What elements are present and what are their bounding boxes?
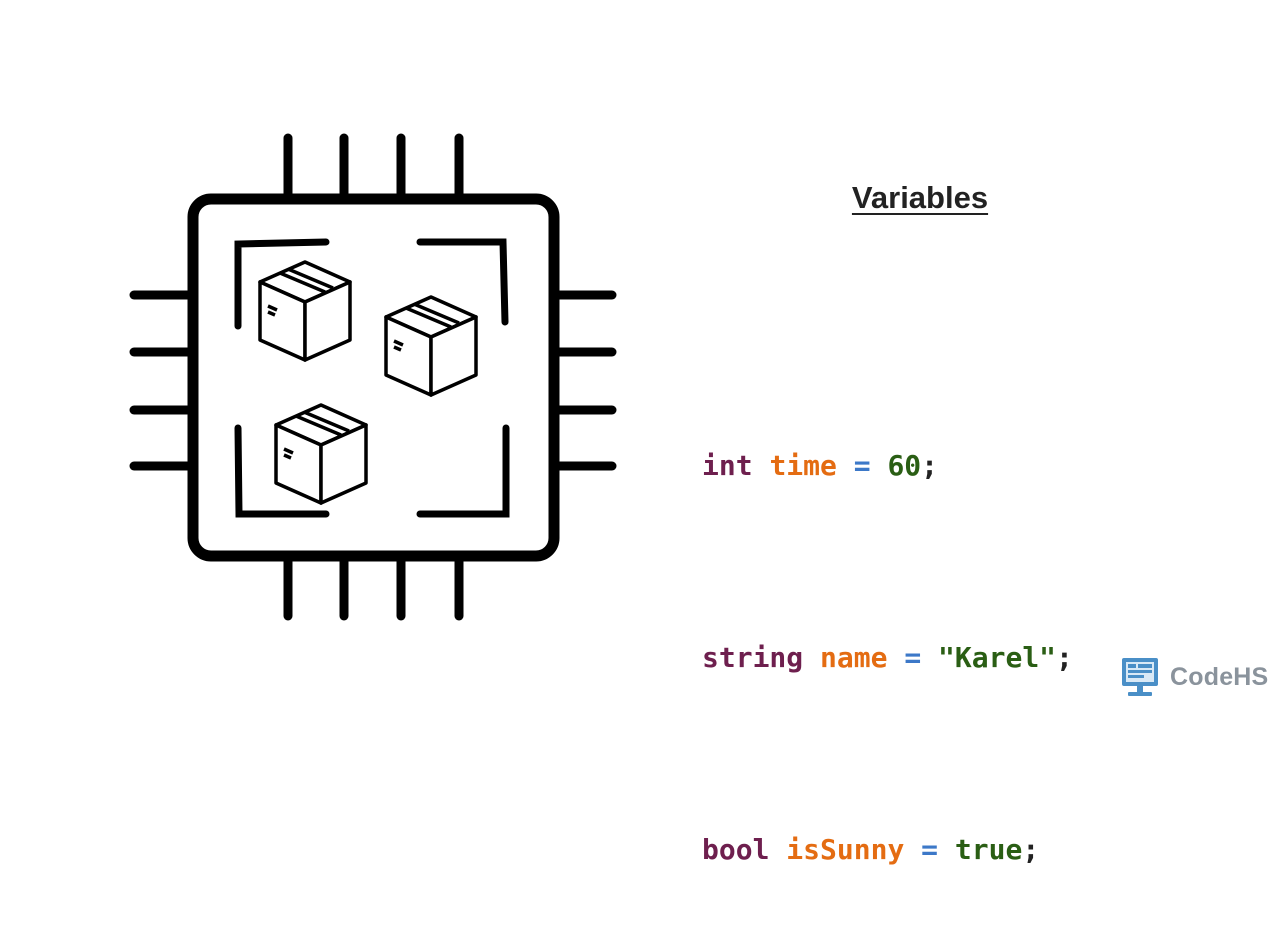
slide-title: Variables xyxy=(851,180,989,215)
cardboard-box-icon xyxy=(258,260,478,505)
variable-name: time xyxy=(769,449,837,482)
semicolon: ; xyxy=(1056,641,1073,674)
memory-chip-icon xyxy=(129,133,617,621)
literal-value: "Karel" xyxy=(938,641,1057,674)
literal-value: true xyxy=(954,833,1023,866)
literal-value: 60 xyxy=(887,449,922,482)
type-keyword: bool xyxy=(702,833,770,866)
semicolon: ; xyxy=(1022,833,1040,866)
semicolon: ; xyxy=(921,449,939,482)
variable-name: isSunny xyxy=(786,833,905,866)
assignment-operator: = xyxy=(921,833,939,866)
type-keyword: string xyxy=(702,641,804,674)
computer-monitor-icon xyxy=(1122,658,1158,696)
assignment-operator: = xyxy=(853,449,871,482)
logo-text: CodeHS xyxy=(1170,662,1269,691)
code-block: int time = 60; string name = "Karel"; bo… xyxy=(702,306,1073,946)
code-line-time: int time = 60; xyxy=(702,434,1073,498)
assignment-operator: = xyxy=(904,641,922,674)
variable-name: name xyxy=(820,641,888,674)
code-line-name: string name = "Karel"; xyxy=(702,626,1073,690)
codehs-logo: CodeHS xyxy=(1120,656,1268,698)
type-keyword: int xyxy=(702,449,753,482)
code-line-issunny: bool isSunny = true; xyxy=(702,818,1073,882)
